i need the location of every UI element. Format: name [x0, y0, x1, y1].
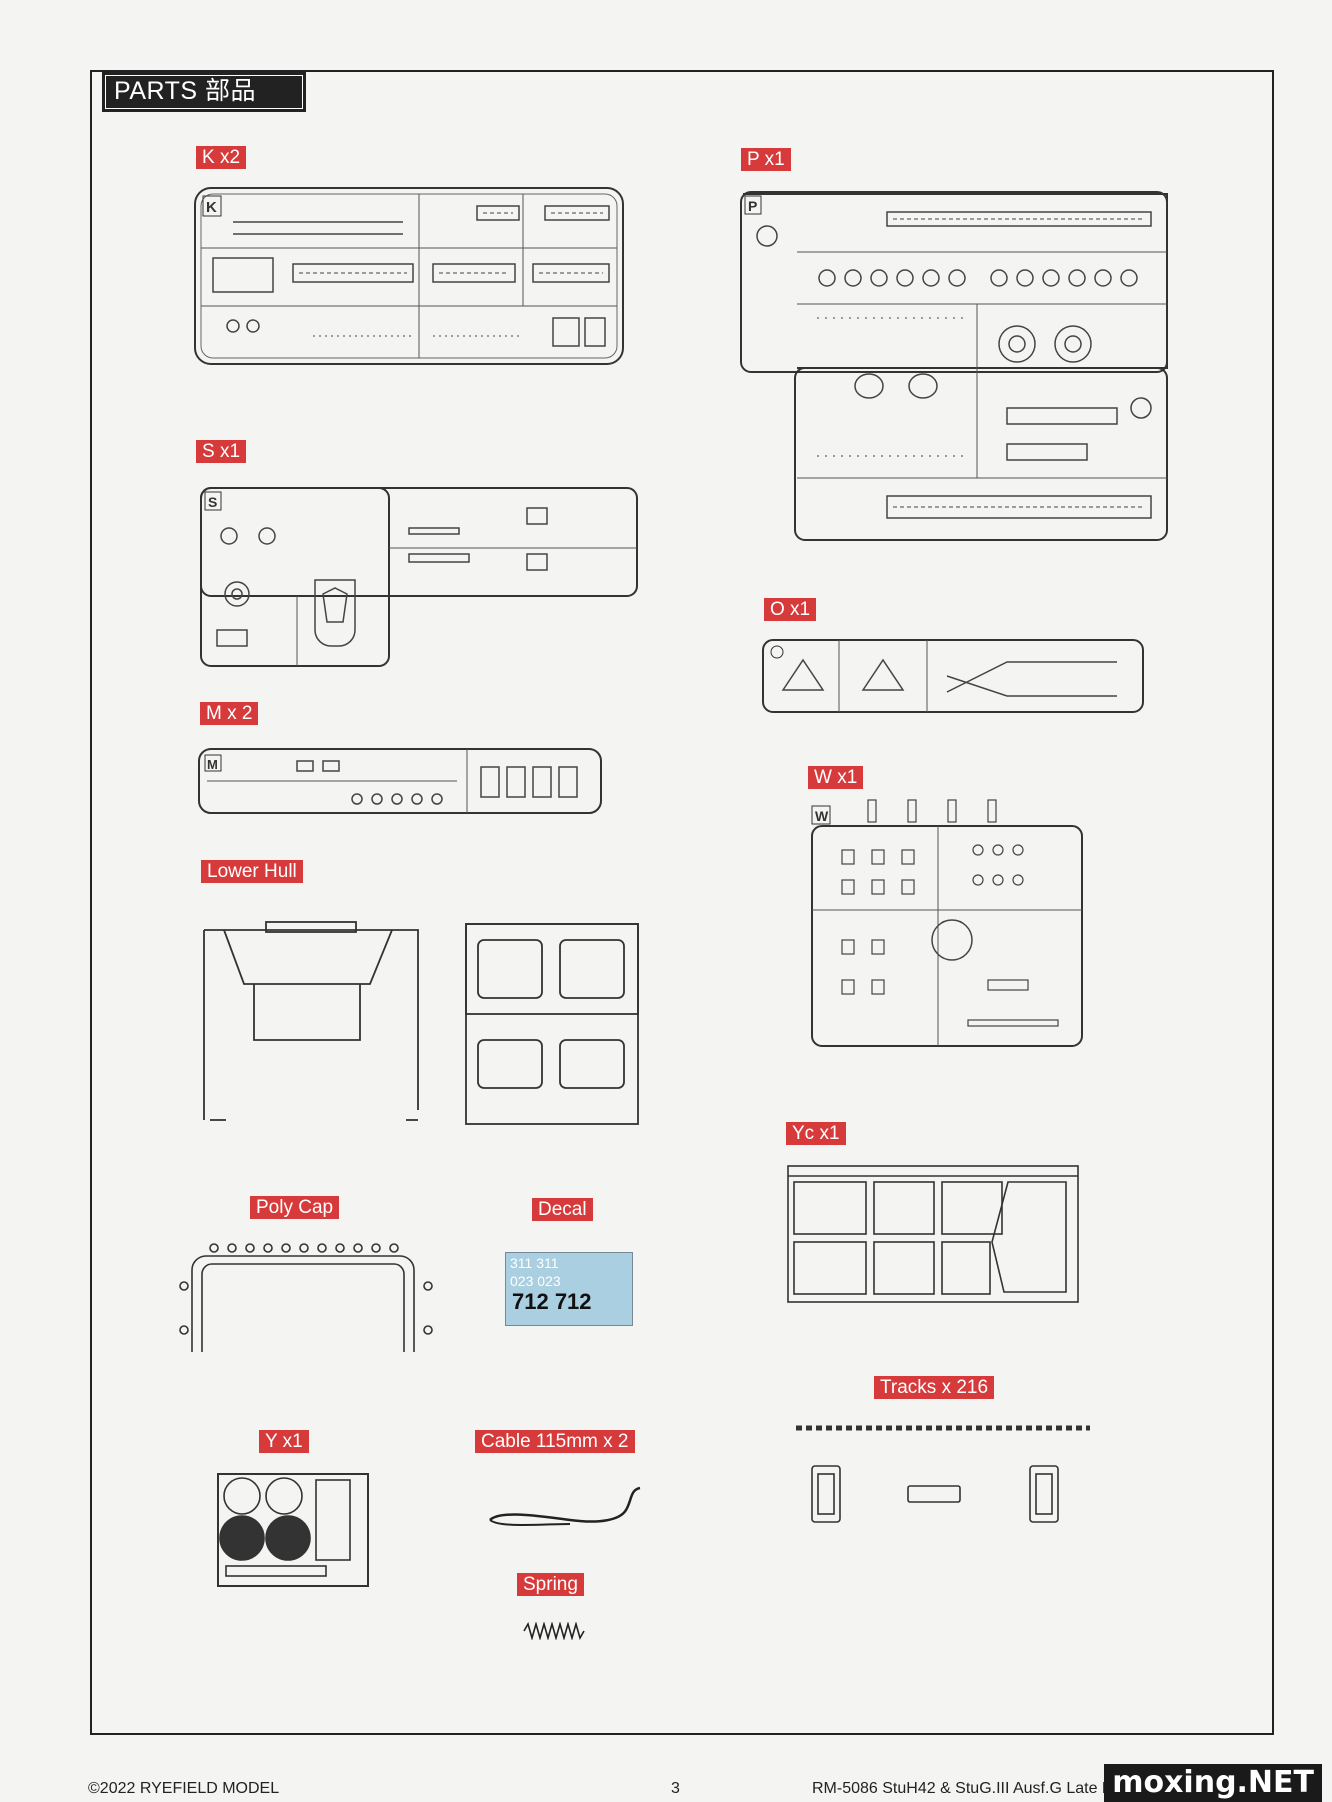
- label-y: Y x1: [259, 1430, 309, 1453]
- label-lower-hull: Lower Hull: [201, 860, 303, 883]
- sprue-w-letter: W: [815, 808, 829, 824]
- sprue-s-drawing: S: [200, 487, 638, 667]
- footer-copyright: ©2022 RYEFIELD MODEL: [88, 1780, 280, 1797]
- y-photo-etch-drawing: [217, 1473, 369, 1587]
- label-spring: Spring: [517, 1573, 584, 1596]
- sprue-s-letter: S: [208, 494, 217, 510]
- decal-sheet: 311 311 023 023 712 712: [505, 1252, 633, 1326]
- label-poly-cap: Poly Cap: [250, 1196, 340, 1219]
- watermark: moxing.NET: [1104, 1764, 1322, 1802]
- label-o: O x1: [764, 598, 817, 621]
- sprue-k-letter: K: [206, 199, 217, 216]
- sprue-k-drawing: K: [194, 187, 624, 365]
- sprue-m-drawing: M: [198, 748, 602, 814]
- decal-row-1: 311 311: [510, 1255, 559, 1271]
- sprue-p-letter: P: [748, 198, 757, 214]
- cable-drawing: [489, 1486, 641, 1526]
- footer-page-number: 3: [671, 1780, 680, 1797]
- decal-row-3: 712 712: [512, 1289, 592, 1314]
- decal-row-2: 023 023: [510, 1273, 561, 1289]
- label-w: W x1: [808, 766, 864, 789]
- tracks-drawing: [796, 1425, 1090, 1523]
- label-yc: Yc x1: [786, 1122, 846, 1145]
- label-k: K x2: [196, 146, 247, 169]
- sprue-w-drawing: W: [811, 799, 1083, 1047]
- section-title: PARTS 部品: [105, 75, 303, 109]
- sprue-p-drawing: P: [740, 191, 1168, 541]
- yc-part-drawing: [787, 1165, 1079, 1303]
- label-s: S x1: [196, 440, 247, 463]
- label-m: M x 2: [200, 702, 259, 725]
- label-decal: Decal: [532, 1198, 593, 1221]
- sprue-m-letter: M: [207, 757, 218, 772]
- spring-drawing: [523, 1622, 585, 1640]
- page-frame: [90, 70, 1274, 1735]
- label-p: P x1: [741, 148, 791, 171]
- sprue-o-drawing: [762, 639, 1144, 713]
- section-header: PARTS 部品: [102, 72, 306, 112]
- lower-hull-drawing: [203, 921, 639, 1125]
- footer-product: RM-5086 StuH42 & StuG.III Ausf.G Late Pr…: [812, 1780, 1179, 1797]
- poly-cap-drawing: [179, 1243, 433, 1352]
- label-cable: Cable 115mm x 2: [475, 1430, 635, 1453]
- label-tracks: Tracks x 216: [874, 1376, 995, 1399]
